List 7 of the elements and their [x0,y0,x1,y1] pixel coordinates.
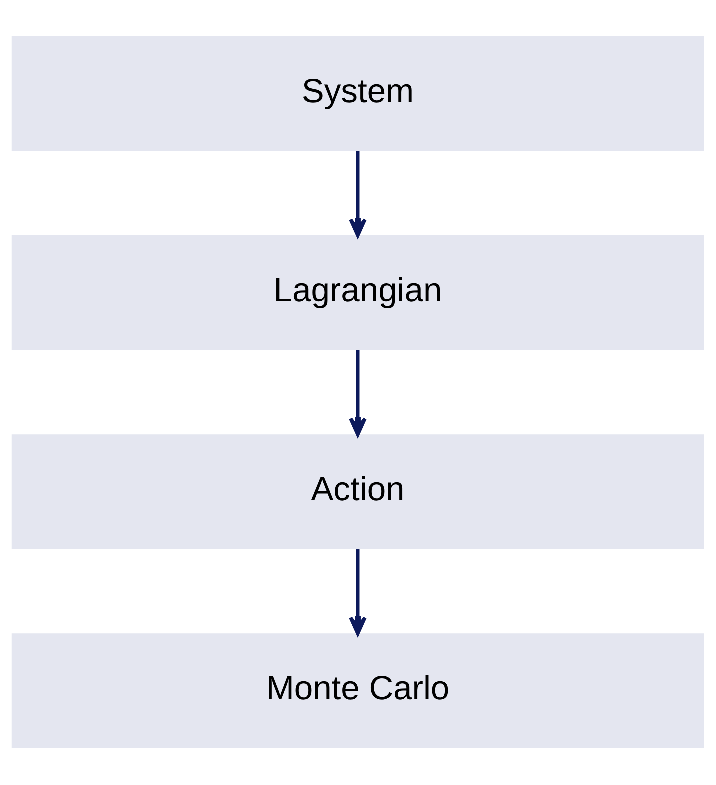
arrow [349,151,367,238]
node-box: Action [12,434,704,550]
arrow [349,350,367,436]
node-box: Lagrangian [12,236,704,350]
arrow [349,549,367,636]
node-box: System [12,36,704,152]
node-box: Monte Carlo [12,634,704,749]
